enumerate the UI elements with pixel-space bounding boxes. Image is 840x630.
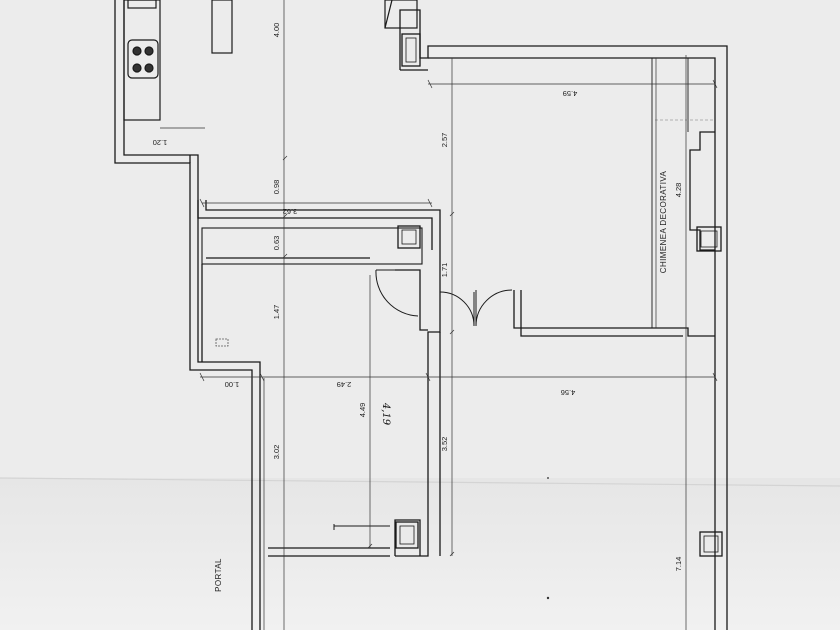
dim-1-71: 1.71 <box>440 263 449 278</box>
pillar-lower-right <box>699 531 723 557</box>
kitchen-island <box>211 0 233 54</box>
pillar-bath <box>397 225 421 249</box>
pillar-lower <box>395 521 419 549</box>
dim-4-00: 4.00 <box>272 23 281 38</box>
dim-4-56: 4.56 <box>561 388 576 397</box>
dim-1-47: 1.47 <box>272 305 281 320</box>
door-bath <box>375 269 419 317</box>
pillar-top <box>401 33 421 67</box>
label-chimenea: CHIMENEA DECORATIVA <box>659 171 668 274</box>
label-handwritten: 4,19 <box>380 402 391 426</box>
door-double-left <box>439 291 475 327</box>
wall-mid-horizontal <box>513 290 715 337</box>
wall-top-right <box>399 9 728 630</box>
fireplace-block <box>689 131 715 251</box>
wall-kitchen-inner <box>123 0 261 630</box>
dim-3-02: 3.02 <box>272 445 281 460</box>
dim-1-20: 1.20 <box>153 138 168 147</box>
dim-3-62: 3.62 <box>283 207 298 216</box>
dim-1-00: 1.00 <box>225 380 240 389</box>
dim-7-14: 7.14 <box>674 557 683 572</box>
wall-top-right-inner <box>428 57 716 630</box>
paper-fold-line <box>0 477 840 487</box>
dim-2-57: 2.57 <box>440 133 449 148</box>
kitchen <box>123 0 418 121</box>
kitchen-counter <box>123 0 161 121</box>
dim-4-28: 4.28 <box>674 183 683 198</box>
dim-2-49: 2.49 <box>337 380 352 389</box>
dim-4-49: 4.49 <box>358 403 367 418</box>
dim-0-98: 0.98 <box>272 180 281 195</box>
wall-kitchen-outer <box>114 0 253 630</box>
dimension-lines <box>160 0 718 630</box>
doors <box>333 269 513 530</box>
door-double-right <box>475 289 513 327</box>
pillars <box>395 33 723 557</box>
walls <box>114 0 728 630</box>
pillar-right <box>696 226 722 252</box>
wall-corridor-top-inner <box>205 200 441 290</box>
dim-0-63: 0.63 <box>272 236 281 251</box>
dim-4-59: 4.59 <box>563 89 578 98</box>
dim-3-52: 3.52 <box>440 437 449 452</box>
label-portal: PORTAL <box>214 558 223 592</box>
bath-closet <box>201 227 423 265</box>
kitchen-hob <box>127 39 159 79</box>
wall-corridor-top <box>197 200 433 250</box>
